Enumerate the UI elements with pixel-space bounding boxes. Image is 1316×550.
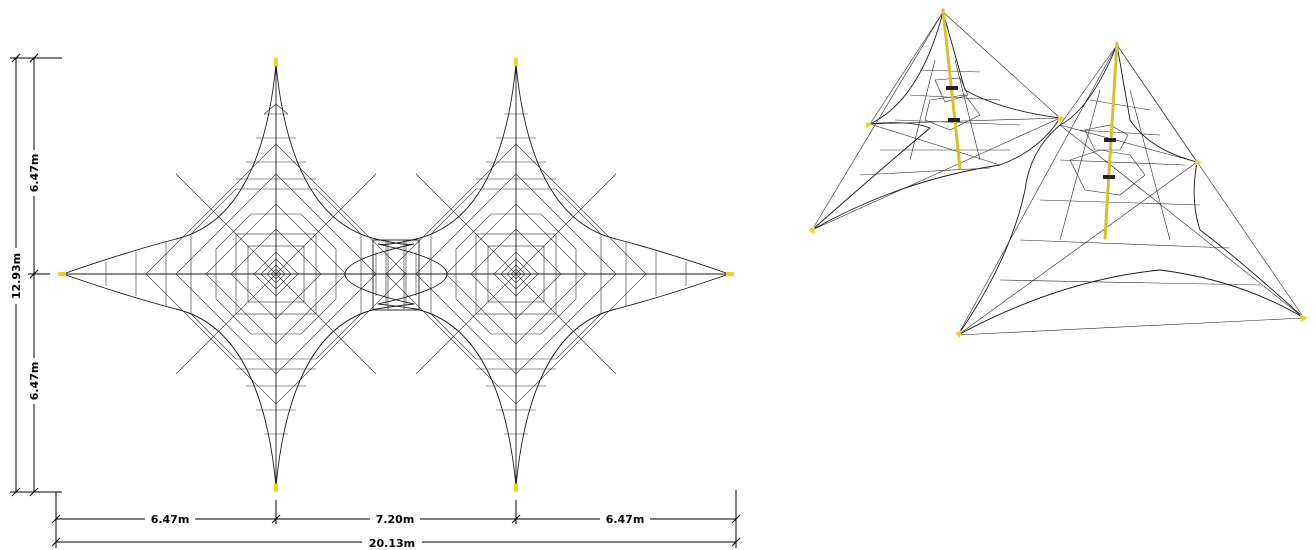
dim-total-width: 20.13m: [369, 537, 415, 550]
anchor-top-right-star: [514, 58, 518, 66]
dim-center-width: 7.20m: [376, 513, 415, 526]
star-net-right: [303, 58, 734, 492]
anchor-persp-5: [955, 330, 962, 338]
anchor-bottom-left-star: [274, 484, 278, 492]
anchor-persp-6: [1300, 314, 1308, 322]
anchor-persp-4: [1195, 160, 1202, 166]
dim-right-arm-width: 6.47m: [606, 513, 645, 526]
anchor-right-right-star: [726, 272, 734, 276]
star-net-left: [58, 58, 489, 492]
anchor-persp-3: [808, 226, 815, 234]
dim-upper-height: 6.47m: [28, 154, 41, 193]
dim-left-arm-width: 6.47m: [151, 513, 190, 526]
perspective-view: [808, 8, 1308, 338]
anchor-persp-2: [1058, 116, 1066, 122]
anchor-left-left-star: [58, 272, 66, 276]
dim-lower-height: 6.47m: [28, 362, 41, 401]
dimension-labels: 12.93m 6.47m 6.47m 6.47m 7.20m 6.47m 20.…: [8, 150, 650, 550]
dimension-lines: [10, 53, 741, 548]
anchor-top-left-star: [274, 58, 278, 66]
plan-view: 12.93m 6.47m 6.47m 6.47m 7.20m 6.47m 20.…: [8, 53, 741, 550]
perspective-tent-right: [955, 41, 1308, 338]
anchor-bottom-right-star: [514, 484, 518, 492]
perspective-tent-left: [808, 8, 1066, 234]
anchor-persp-1: [866, 122, 873, 128]
center-connector-net: [372, 239, 420, 311]
dim-total-height: 12.93m: [10, 253, 23, 299]
